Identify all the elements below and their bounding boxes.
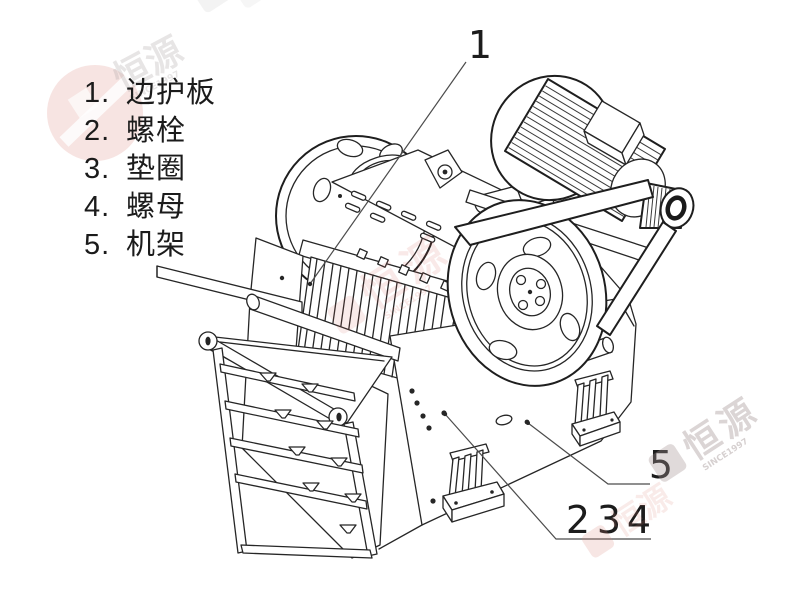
watermark-logo-left: 恒源 SINCE1997 <box>47 30 190 161</box>
wedge-clips <box>259 372 362 534</box>
watermark-top-edge <box>192 0 265 13</box>
part-label: 螺母 <box>126 191 187 223</box>
part-number: 5. <box>84 229 111 261</box>
callout-3: 3 <box>597 498 621 542</box>
callout-1: 1 <box>468 23 492 67</box>
anchor-foot-front <box>442 443 505 523</box>
watermark-bottom: 恒源 <box>581 477 679 558</box>
part-label: 螺栓 <box>126 115 187 147</box>
callout-4: 4 <box>627 498 651 542</box>
callout-2: 2 <box>566 498 590 542</box>
part-number: 2. <box>84 115 111 147</box>
part-label: 垫圈 <box>126 153 187 185</box>
part-number: 4. <box>84 191 111 223</box>
v-belt <box>454 179 677 336</box>
callout-5: 5 <box>649 443 673 487</box>
parts-list-item-1: 1. 边护板 <box>84 74 216 112</box>
part-label: 边护板 <box>126 77 217 109</box>
parts-list: 1. 边护板 2. 螺栓 3. 垫圈 4. 螺母 5. 机架 <box>84 74 216 264</box>
part-label: 机架 <box>126 229 187 261</box>
parts-list-item-4: 4. 螺母 <box>84 188 216 226</box>
side-guard-assembly <box>198 293 401 559</box>
drive-pulley-wheel <box>446 199 608 387</box>
callout-1-group: 1 <box>307 23 492 287</box>
part-number: 3. <box>84 153 111 185</box>
parts-list-item-5: 5. 机架 <box>84 226 216 264</box>
part-number: 1. <box>84 77 111 109</box>
callout-5-group: 5 <box>526 421 673 487</box>
callout-234-group: 2 3 4 <box>442 411 651 542</box>
anchor-foot-right <box>571 370 621 447</box>
parts-list-item-2: 2. 螺栓 <box>84 112 216 150</box>
parts-list-item-3: 3. 垫圈 <box>84 150 216 188</box>
